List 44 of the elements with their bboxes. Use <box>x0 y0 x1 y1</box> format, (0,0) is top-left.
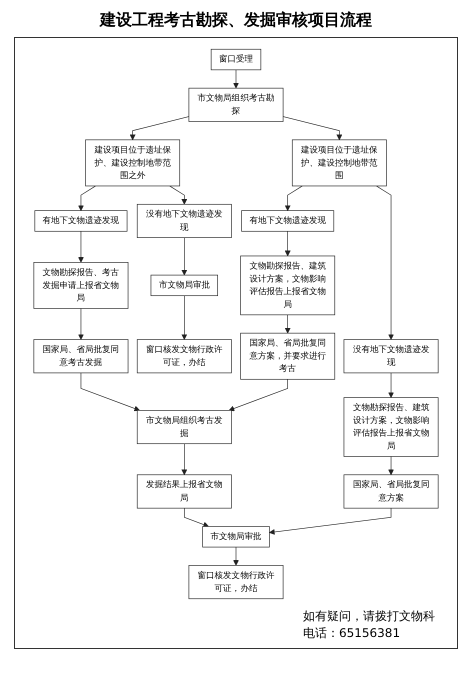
node-box <box>202 526 270 548</box>
node-box <box>34 210 128 232</box>
node-box <box>210 48 262 70</box>
node-box <box>240 256 336 316</box>
arrow <box>181 295 188 340</box>
arrow <box>78 230 84 263</box>
arrow <box>282 116 342 140</box>
arrow <box>130 116 190 140</box>
arrow <box>233 70 239 88</box>
node-box <box>136 474 232 508</box>
arrow <box>388 456 394 476</box>
arrow <box>284 230 291 256</box>
node-box <box>344 339 438 374</box>
node-box <box>136 204 232 238</box>
node-box <box>136 339 232 374</box>
page-frame: 窗口受理 市文物局组织考古勘探 建设项目位于遗址保护、建设控制地带范围之外 建设项目位于遗址保护、建设控制地带范围 没有地下文物遗迹发现 有地下文物遗迹发现 有地下文物遗迹发现 没有地下文物遗迹发现 市文物局审批 文物勘探报告、考古发掘申请上报省文物局 文物勘探报告、建筑设计方案，文物影响评估报告上报省文物局 文物勘探报告、建筑设计方案，文物影响评估报告上报省文物局 窗口核发文物行政许可证，办结 国家局、省局批复同意考古发掘 国家局、省局批复同意方案，并要求进行考古 国家局、省局批复同意方案 市文物局组织考古发掘 发掘结果上报省文物局 市文物局审批 窗口核发文物行政许可证，办结 如有疑问，请拨打文物科电话：65156381 <box>14 37 458 649</box>
arrow <box>269 508 392 535</box>
node-box <box>241 210 334 232</box>
arrow <box>80 372 140 412</box>
diagram-title: 建设工程考古勘探、发掘审核项目流程 <box>98 10 373 31</box>
node-box <box>136 410 232 444</box>
node-box <box>188 88 284 122</box>
note-text: 如有疑问，请拨打文物科电话：65156381 <box>303 608 436 642</box>
node-box <box>344 397 438 457</box>
arrow <box>376 186 394 340</box>
arrow <box>78 308 84 340</box>
node-box <box>34 339 128 374</box>
arrow <box>228 378 288 412</box>
arrow <box>169 186 188 205</box>
node-box <box>240 332 336 380</box>
node-box <box>344 474 438 508</box>
arrow <box>78 186 96 211</box>
node-box <box>292 140 387 186</box>
arrow <box>233 546 239 566</box>
node-box <box>34 262 128 309</box>
arrow <box>181 237 188 276</box>
arrow <box>284 314 291 334</box>
arrow <box>184 508 209 528</box>
node-box <box>85 140 180 186</box>
arrow <box>388 372 394 398</box>
arrow <box>284 186 303 211</box>
arrow <box>181 443 188 476</box>
node-box <box>150 274 218 296</box>
node-box <box>188 565 284 600</box>
